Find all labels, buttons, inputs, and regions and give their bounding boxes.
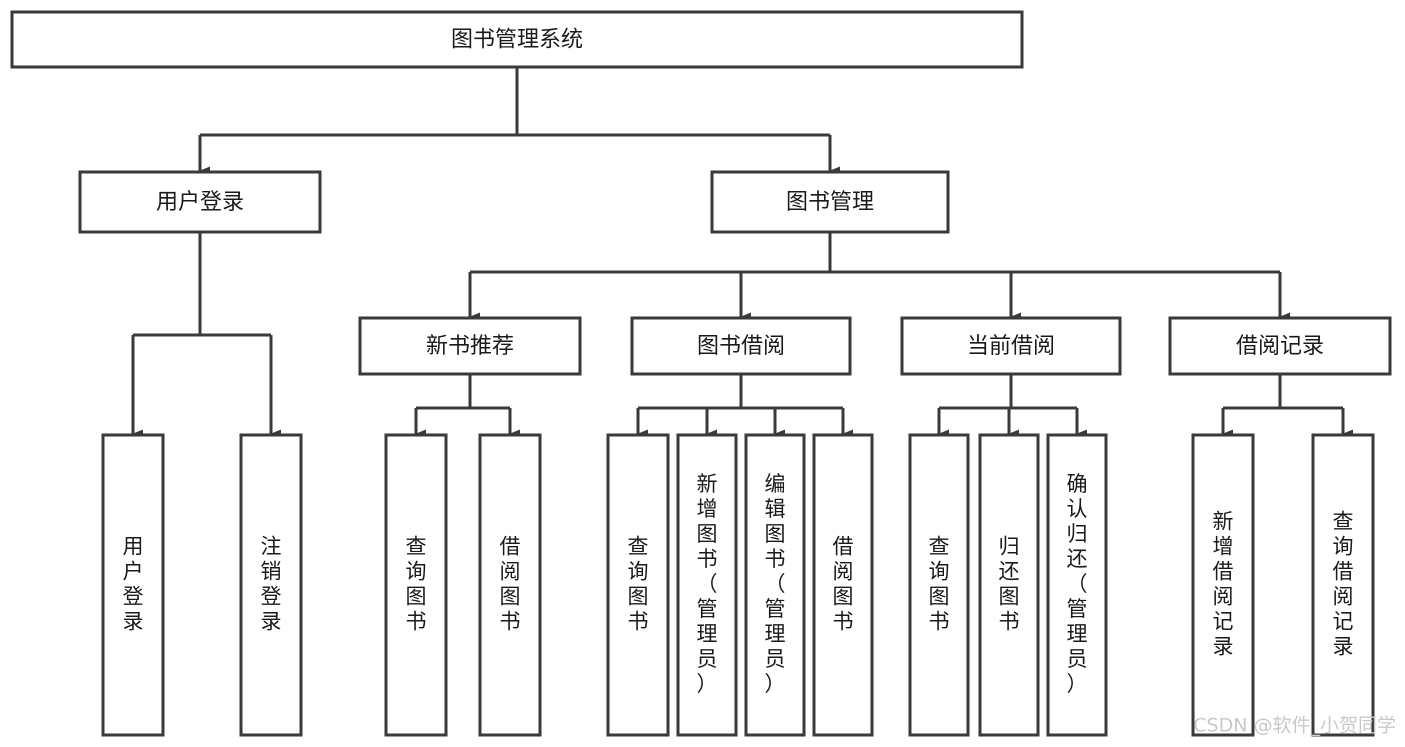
node-leaf-query-book-1[interactable]: 查询图书: [384, 433, 448, 737]
node-label-leaf-add-record: 新增借阅记录: [1213, 510, 1234, 659]
node-box-leaf-query-record[interactable]: [1311, 433, 1375, 737]
node-box-leaf-borrow-book-1[interactable]: [478, 433, 542, 737]
node-图书管理系统[interactable]: 图书管理系统: [10, 10, 1024, 69]
node-leaf-user-login[interactable]: 用户登录: [101, 433, 165, 737]
node-leaf-add-book[interactable]: 新增图书（管理员）: [676, 433, 738, 737]
node-leaf-edit-book[interactable]: 编辑图书（管理员）: [744, 433, 806, 737]
node-box-leaf-return-book[interactable]: [978, 433, 1040, 737]
node-label-book-manage: 图书管理: [786, 190, 874, 215]
node-leaf-return-book[interactable]: 归还图书: [978, 433, 1040, 737]
node-label-leaf-logout: 注销登录: [261, 535, 282, 634]
node-label-leaf-user-login: 用户登录: [123, 535, 144, 634]
node-leaf-borrow-book-2[interactable]: 借阅图书: [812, 433, 874, 737]
node-box-leaf-borrow-book-2[interactable]: [812, 433, 874, 737]
node-label-leaf-query-record: 查询借阅记录: [1333, 510, 1354, 659]
node-leaf-logout[interactable]: 注销登录: [239, 433, 303, 737]
node-box-leaf-add-record[interactable]: [1191, 433, 1255, 737]
watermark-label: CSDN @软件_小贺同学: [1193, 715, 1396, 737]
node-borrow-record[interactable]: 借阅记录: [1168, 316, 1392, 376]
node-user-login[interactable]: 用户登录: [78, 170, 322, 234]
node-box-图书管理系统[interactable]: [10, 10, 1024, 69]
node-box-new-book-recommend[interactable]: [358, 316, 582, 376]
node-box-current-borrow[interactable]: [900, 316, 1122, 376]
node-box-user-login[interactable]: [78, 170, 322, 234]
node-leaf-borrow-book-1[interactable]: 借阅图书: [478, 433, 542, 737]
node-label-leaf-query-book-1: 查询图书: [406, 535, 427, 634]
node-box-leaf-query-book-3[interactable]: [908, 433, 970, 737]
node-new-book-recommend[interactable]: 新书推荐: [358, 316, 582, 376]
node-label-current-borrow: 当前借阅: [967, 334, 1055, 359]
node-label-图书管理系统: 图书管理系统: [451, 28, 583, 53]
node-label-leaf-add-book: 新增图书（管理员）: [697, 472, 718, 696]
node-label-book-borrow: 图书借阅: [697, 334, 785, 359]
node-label-leaf-return-book: 归还图书: [999, 535, 1020, 634]
node-box-leaf-query-book-1[interactable]: [384, 433, 448, 737]
node-label-user-login: 用户登录: [156, 190, 244, 215]
node-leaf-add-record[interactable]: 新增借阅记录: [1191, 433, 1255, 737]
box-layer: 图书管理系统用户登录图书管理新书推荐图书借阅当前借阅借阅记录用户登录注销登录查询…: [10, 10, 1392, 737]
node-box-book-borrow[interactable]: [630, 316, 852, 376]
node-label-leaf-confirm-return: 确认归还（管理员）: [1067, 472, 1088, 696]
node-label-leaf-query-book-2: 查询图书: [628, 535, 649, 634]
node-label-leaf-borrow-book-1: 借阅图书: [500, 535, 521, 634]
node-leaf-confirm-return[interactable]: 确认归还（管理员）: [1046, 433, 1108, 737]
node-box-leaf-confirm-return[interactable]: [1046, 433, 1108, 737]
node-label-leaf-borrow-book-2: 借阅图书: [833, 535, 854, 634]
node-leaf-query-record[interactable]: 查询借阅记录: [1311, 433, 1375, 737]
node-book-manage[interactable]: 图书管理: [710, 170, 950, 234]
node-leaf-query-book-2[interactable]: 查询图书: [606, 433, 670, 737]
node-leaf-query-book-3[interactable]: 查询图书: [908, 433, 970, 737]
node-current-borrow[interactable]: 当前借阅: [900, 316, 1122, 376]
node-box-borrow-record[interactable]: [1168, 316, 1392, 376]
node-label-leaf-edit-book: 编辑图书（管理员）: [765, 472, 786, 696]
node-label-leaf-query-book-3: 查询图书: [929, 535, 950, 634]
node-box-book-manage[interactable]: [710, 170, 950, 234]
node-box-leaf-user-login[interactable]: [101, 433, 165, 737]
connector-layer: [131, 67, 1353, 439]
node-label-new-book-recommend: 新书推荐: [426, 334, 514, 359]
node-book-borrow[interactable]: 图书借阅: [630, 316, 852, 376]
node-box-leaf-query-book-2[interactable]: [606, 433, 670, 737]
node-label-borrow-record: 借阅记录: [1236, 334, 1324, 359]
node-box-leaf-edit-book[interactable]: [744, 433, 806, 737]
node-box-leaf-logout[interactable]: [239, 433, 303, 737]
node-box-leaf-add-book[interactable]: [676, 433, 738, 737]
